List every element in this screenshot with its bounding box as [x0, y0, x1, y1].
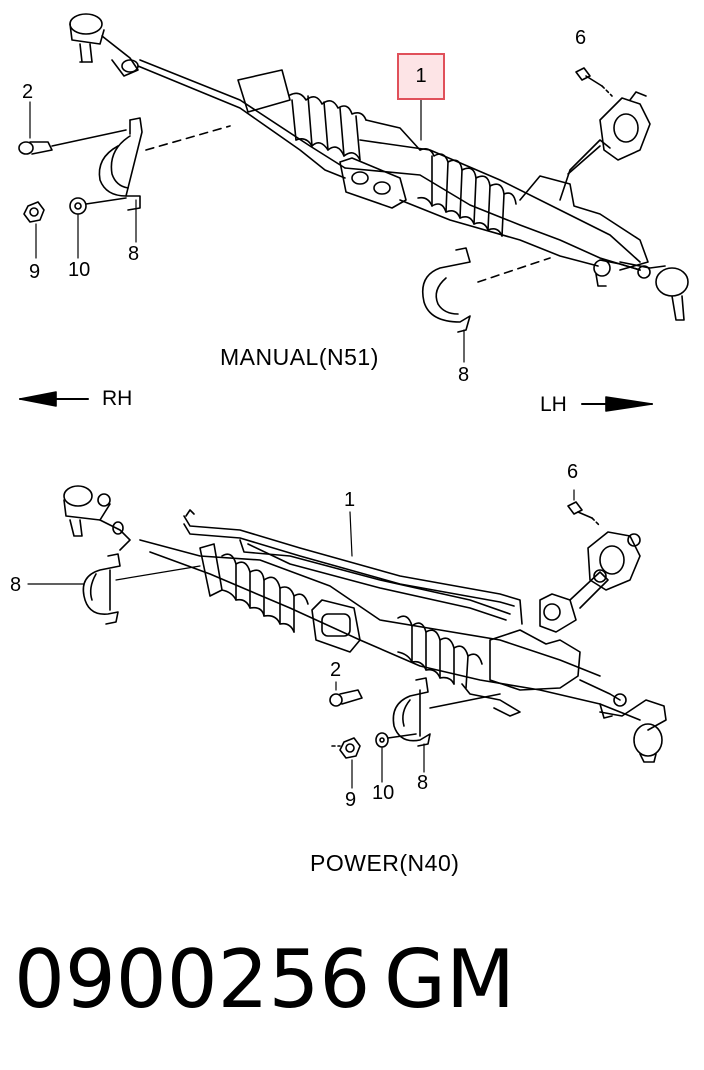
brand-name: GM: [384, 933, 516, 1026]
power-callout-2: 2: [330, 659, 342, 681]
manual-caption: MANUAL(N51): [220, 344, 379, 370]
manual-left-boot: [237, 69, 421, 161]
manual-callout-8-right: 8: [458, 364, 470, 386]
power-nut-9: [331, 737, 361, 759]
manual-rack-assembly: [18, 13, 689, 333]
power-mounting-block: [311, 599, 361, 653]
manual-part-1-callout-highlight[interactable]: 1: [397, 53, 445, 100]
manual-nut-9: [23, 201, 45, 223]
part-number: 0900256: [14, 933, 371, 1026]
power-steering-coupling: [587, 531, 641, 591]
power-hydraulic-lines: [183, 509, 523, 625]
manual-callout-2: 2: [22, 81, 34, 103]
manual-callout-6: 6: [575, 27, 587, 49]
manual-left-bracket: [98, 117, 143, 211]
manual-left-tie-rod: [137, 65, 346, 179]
manual-rack-housing: [344, 167, 641, 271]
manual-bolt-2: [18, 129, 127, 155]
power-rack-assembly: [63, 485, 667, 763]
manual-leader-lines: [29, 99, 465, 363]
manual-right-tie-rod-end: [593, 259, 689, 321]
manual-callout-1: 1: [415, 65, 427, 87]
manual-right-boot: [417, 148, 517, 237]
manual-callout-10: 10: [68, 259, 91, 281]
direction-rh-label: RH: [102, 387, 133, 410]
power-washer-10: [375, 732, 417, 748]
manual-right-bracket: [421, 247, 471, 333]
power-rack-housing: [139, 539, 601, 677]
manual-callout-9: 9: [29, 261, 41, 283]
power-callout-8-left: 8: [10, 574, 22, 596]
manual-mounting-block: [339, 157, 407, 209]
power-caption: POWER(N40): [310, 850, 460, 876]
power-bolt-6: [567, 501, 601, 527]
power-left-bracket: [82, 553, 121, 625]
power-callout-9: 9: [345, 789, 357, 811]
power-right-tie-rod-end: [579, 679, 667, 763]
power-callout-8-right: 8: [417, 772, 429, 794]
power-right-boot: [397, 615, 483, 689]
power-left-boot: [199, 543, 309, 633]
power-callout-1: 1: [344, 489, 356, 511]
manual-pinion-housing: [519, 139, 649, 271]
manual-washer-10: [69, 197, 127, 215]
power-right-bracket: [392, 677, 501, 747]
power-callout-6: 6: [567, 461, 579, 483]
manual-bolt-6: [575, 67, 613, 97]
power-callout-10: 10: [372, 782, 395, 804]
direction-lh-label: LH: [540, 393, 567, 416]
power-valve-housing: [461, 571, 609, 717]
manual-callout-8-left: 8: [128, 243, 140, 265]
power-left-tie-rod-end: [63, 485, 131, 551]
steering-rack-diagram: [18, 13, 689, 789]
power-bolt-2: [329, 689, 363, 707]
manual-left-tie-rod-end: [69, 13, 139, 77]
direction-arrows: [19, 391, 653, 412]
manual-steering-coupling: [599, 91, 651, 161]
power-leader-lines: [27, 489, 575, 789]
